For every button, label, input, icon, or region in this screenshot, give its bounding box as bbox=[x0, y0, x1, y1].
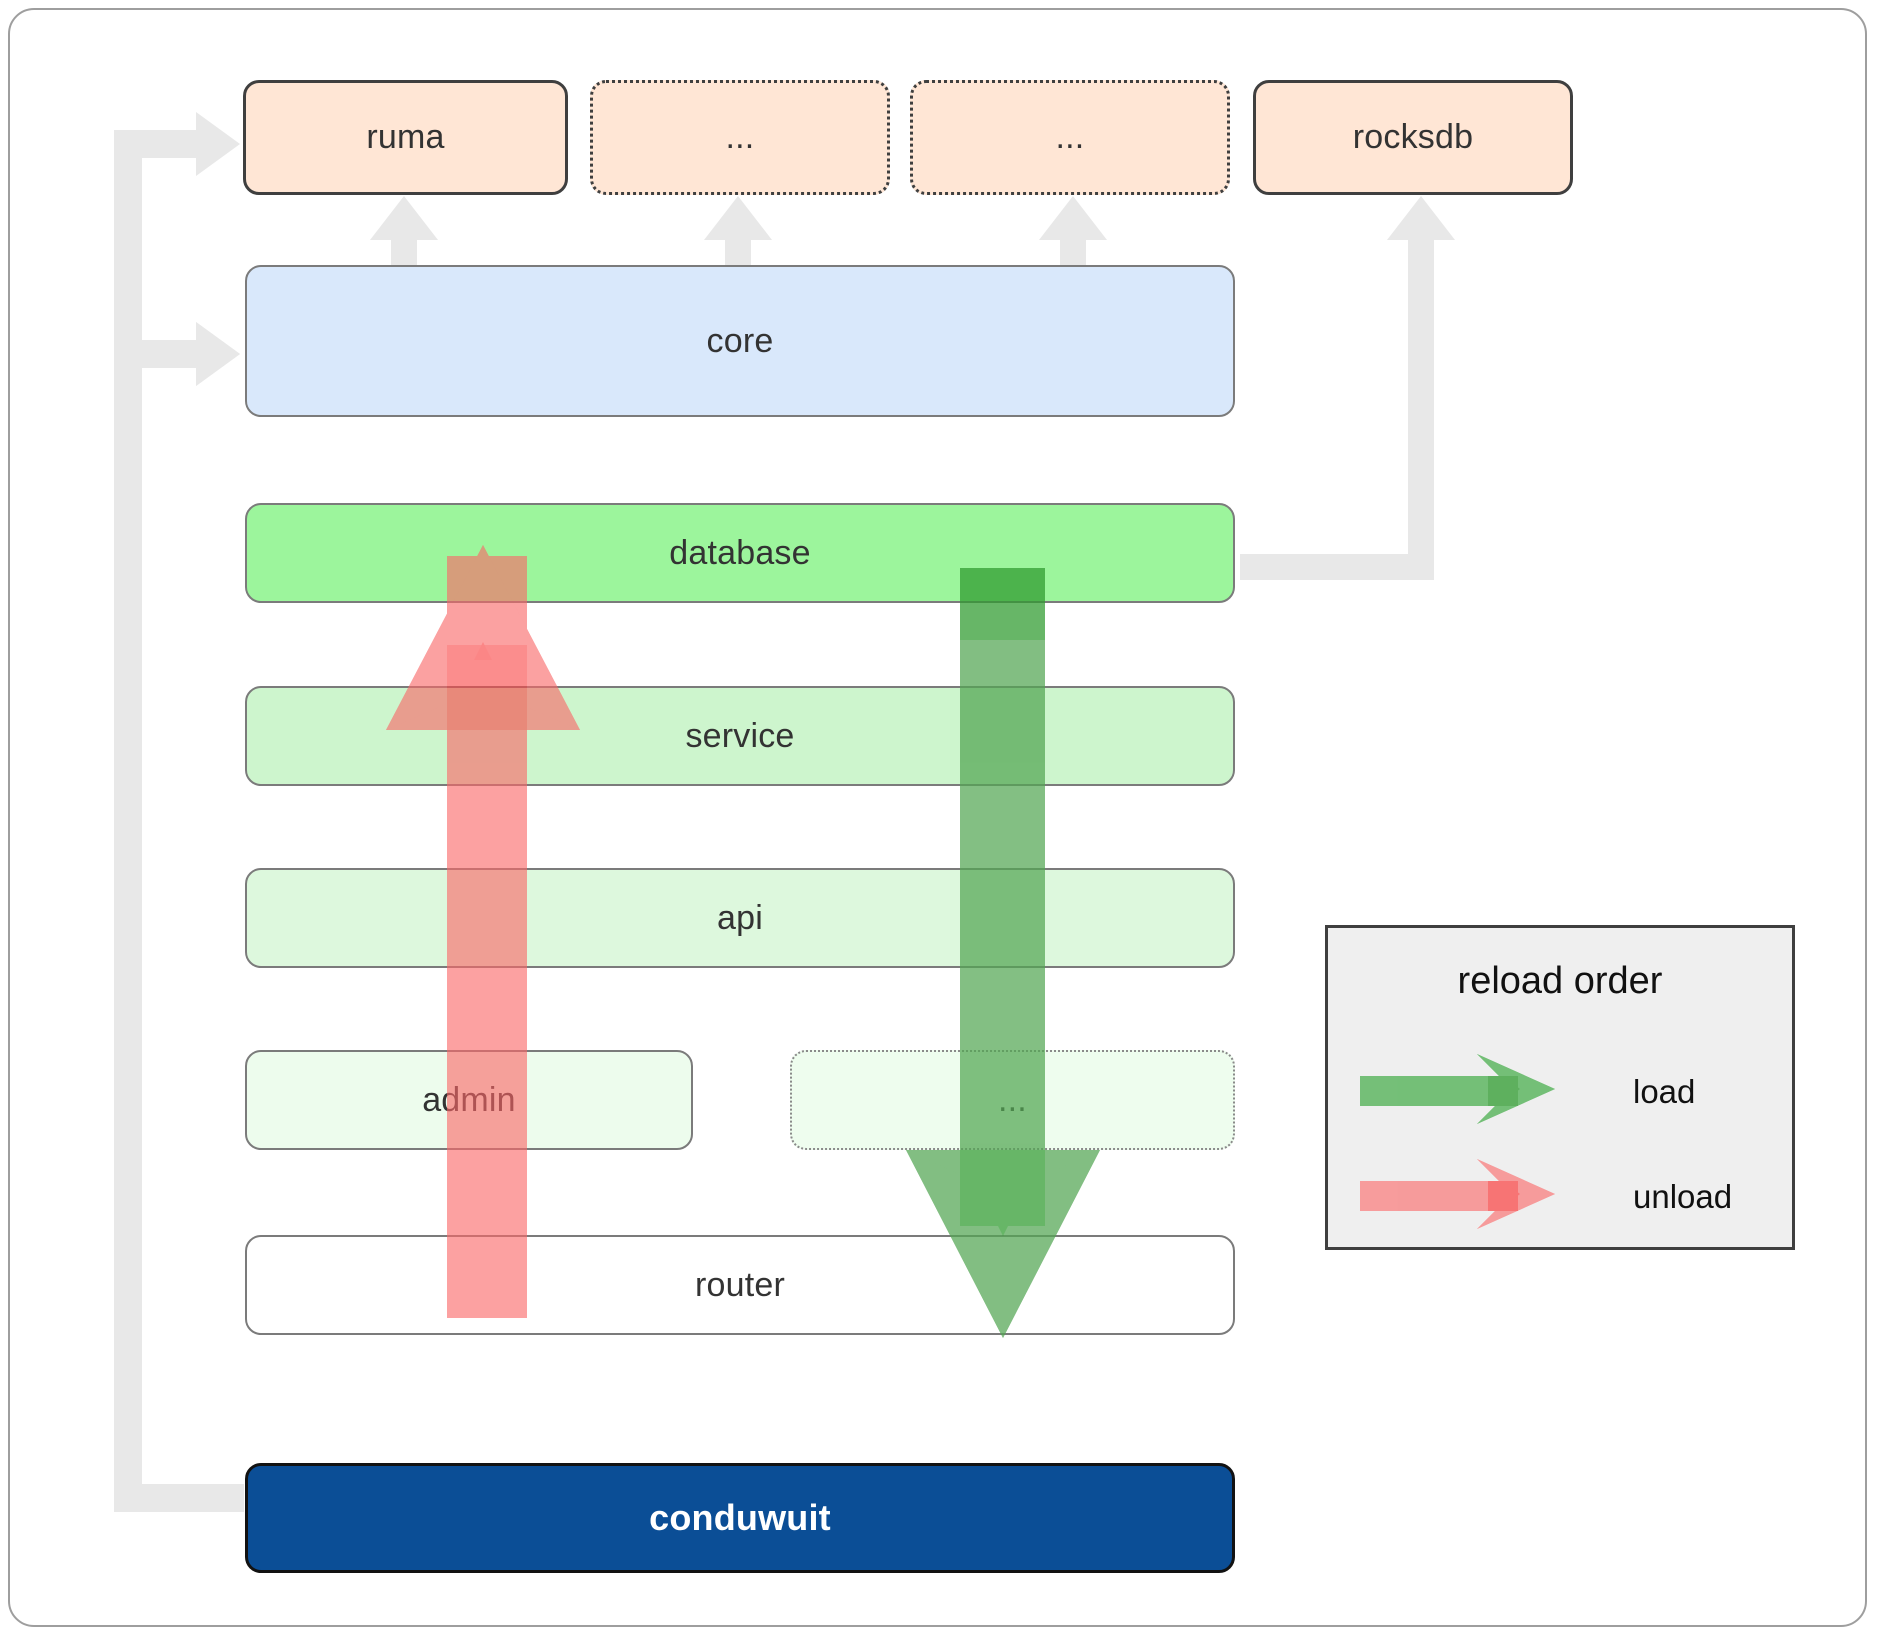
layer-label: router bbox=[694, 1265, 786, 1304]
unload-arrow-swatch bbox=[1360, 1159, 1555, 1229]
binary-label: conduwuit bbox=[649, 1497, 831, 1538]
layer-box-api[interactable]: api bbox=[245, 868, 1235, 968]
binary-box-conduwuit[interactable]: conduwuit bbox=[245, 1463, 1235, 1573]
layer-box-placeholder[interactable]: ... bbox=[790, 1050, 1235, 1150]
dependency-box-placeholder-1[interactable]: ... bbox=[590, 80, 890, 195]
legend-label-unload: unload bbox=[1633, 1178, 1733, 1215]
dependency-box-ruma[interactable]: ruma bbox=[243, 80, 568, 195]
layer-box-service[interactable]: service bbox=[245, 686, 1235, 786]
legend-label-load: load bbox=[1633, 1073, 1696, 1110]
dependency-box-placeholder-2[interactable]: ... bbox=[910, 80, 1230, 195]
legend-row-load bbox=[1360, 1050, 1660, 1128]
layer-label: service bbox=[685, 716, 795, 755]
core-box[interactable]: core bbox=[245, 265, 1235, 417]
dependency-box-rocksdb[interactable]: rocksdb bbox=[1253, 80, 1573, 195]
legend-title: reload order bbox=[1457, 960, 1663, 1002]
layer-label: database bbox=[669, 533, 811, 572]
layer-box-database[interactable]: database bbox=[245, 503, 1235, 603]
dependency-label: ruma bbox=[366, 118, 445, 156]
diagram-frame bbox=[8, 8, 1867, 1627]
layer-box-router[interactable]: router bbox=[245, 1235, 1235, 1335]
layer-label: admin bbox=[422, 1080, 516, 1119]
legend-row-unload bbox=[1360, 1155, 1660, 1233]
legend-panel: reload order load bbox=[1325, 925, 1795, 1250]
layer-label: api bbox=[717, 898, 763, 937]
core-label: core bbox=[706, 321, 774, 360]
dependency-label: rocksdb bbox=[1352, 118, 1474, 156]
layer-label: ... bbox=[998, 1080, 1027, 1119]
dependency-label: ... bbox=[725, 118, 755, 156]
load-arrow-swatch bbox=[1360, 1054, 1555, 1124]
layer-box-admin[interactable]: admin bbox=[245, 1050, 693, 1150]
dependency-label: ... bbox=[1055, 118, 1085, 156]
